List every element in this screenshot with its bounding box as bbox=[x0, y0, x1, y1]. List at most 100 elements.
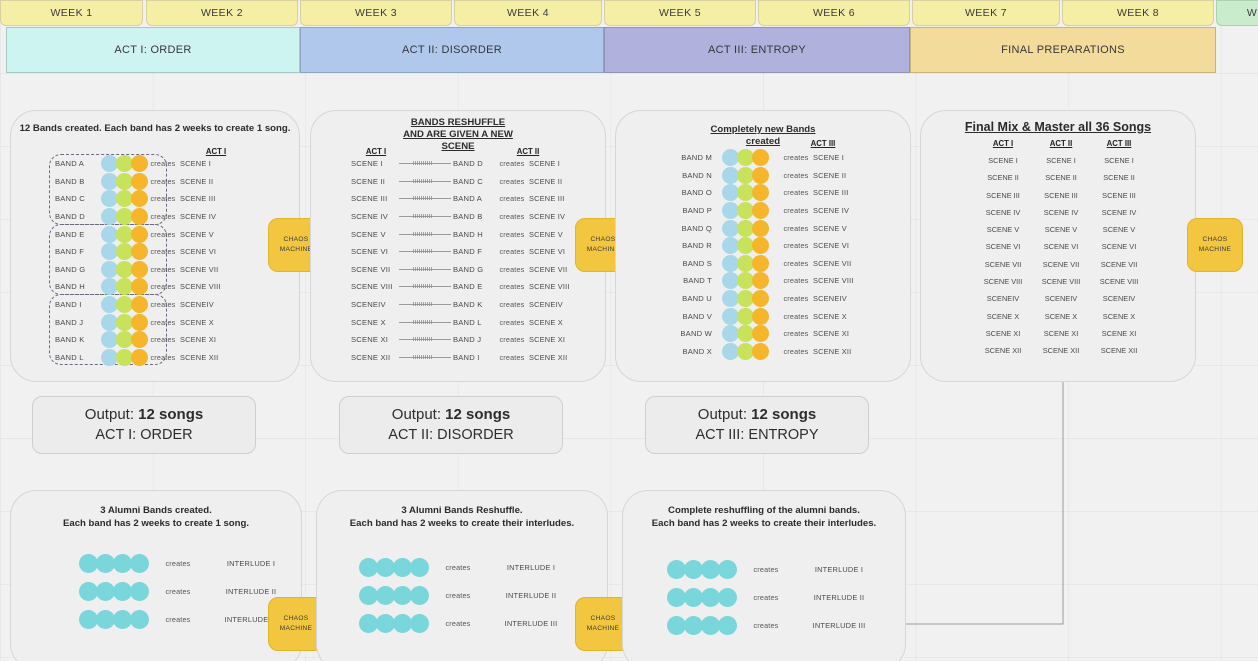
week-cell-8[interactable]: WEEK 8 bbox=[1062, 0, 1214, 26]
final-mix-scene-cell: SCENE VII bbox=[1100, 259, 1138, 269]
scene-label: SCENE II bbox=[180, 176, 214, 186]
source-scene-label: SCENE IV bbox=[351, 212, 389, 222]
band-member-dot bbox=[113, 609, 132, 629]
band-label: BAND V bbox=[682, 311, 712, 321]
band-member-dot bbox=[101, 331, 118, 349]
band-member-dot bbox=[101, 313, 118, 331]
band-label: BAND R bbox=[682, 241, 712, 251]
output-count-line: Output: 12 songs bbox=[85, 404, 203, 425]
creates-label: creates bbox=[499, 282, 525, 292]
output-box-act2: Output: 12 songs ACT II: DISORDER bbox=[339, 396, 563, 454]
band-member-dot bbox=[359, 557, 378, 577]
creates-label: creates bbox=[783, 188, 809, 198]
band-member-dot bbox=[410, 613, 429, 633]
source-scene-label: SCENE VIII bbox=[351, 282, 393, 292]
alumni3-title-line2: Each band has 2 weeks to create their in… bbox=[651, 518, 877, 529]
band-member-dot bbox=[96, 553, 115, 573]
band-member-dot bbox=[130, 609, 149, 629]
band-member-dot bbox=[101, 155, 118, 173]
creates-label: creates bbox=[753, 564, 779, 574]
scene-label: SCENE VII bbox=[529, 264, 568, 274]
scene-label: SCENE XII bbox=[180, 352, 219, 362]
creates-label: creates bbox=[783, 346, 809, 356]
week-cell-6[interactable]: WEEK 6 bbox=[758, 0, 910, 26]
week-cell-5[interactable]: WEEK 5 bbox=[604, 0, 756, 26]
band-member-dot bbox=[131, 155, 148, 173]
output-act-label: ACT I: ORDER bbox=[95, 427, 193, 443]
band-member-dots bbox=[667, 559, 737, 579]
band-member-dot bbox=[737, 219, 754, 237]
band-label: BAND N bbox=[682, 170, 712, 180]
final-mix-scene-cell: SCENE VI bbox=[1101, 242, 1137, 252]
band-member-dots bbox=[359, 585, 429, 605]
week-label: W bbox=[1246, 7, 1258, 19]
goes-to-connector bbox=[399, 178, 451, 183]
goes-to-connector bbox=[399, 302, 451, 307]
chaos-machine-5[interactable]: CHAOS MACHINE bbox=[575, 597, 631, 651]
band-label: BAND M bbox=[681, 153, 712, 163]
chaos-line-1: CHAOS bbox=[590, 615, 616, 622]
band-member-dot bbox=[667, 587, 686, 607]
week-cell-4[interactable]: WEEK 4 bbox=[454, 0, 602, 26]
creates-label: creates bbox=[499, 229, 525, 239]
band-label: BAND D bbox=[453, 159, 483, 169]
scene-label: SCENE X bbox=[180, 317, 214, 327]
week-label: WEEK 1 bbox=[50, 7, 93, 19]
final-mix-scene-cell: SCENE V bbox=[1044, 225, 1078, 235]
output-prefix: Output: bbox=[391, 406, 446, 423]
source-scene-label: SCENE XI bbox=[351, 335, 389, 345]
interlude-label: INTERLUDE III bbox=[504, 618, 558, 628]
week-cell-3[interactable]: WEEK 3 bbox=[300, 0, 452, 26]
scene-label: SCENE X bbox=[813, 311, 847, 321]
card-act1-bands: 12 Bands created. Each band has 2 weeks … bbox=[10, 110, 300, 382]
week-cell-2[interactable]: WEEK 2 bbox=[146, 0, 298, 26]
final-mix-scene-cell: SCENE IV bbox=[1043, 207, 1079, 217]
scene-label: SCENE VIII bbox=[813, 276, 854, 286]
band-member-dot bbox=[101, 190, 118, 208]
creates-label: creates bbox=[150, 264, 176, 274]
act-band-order[interactable]: ACT I: ORDER bbox=[6, 27, 300, 73]
band-label: BAND X bbox=[682, 346, 712, 356]
goes-to-connector bbox=[399, 266, 451, 271]
final-mix-scene-cell: SCENE III bbox=[986, 190, 1020, 200]
creates-label: creates bbox=[783, 329, 809, 339]
final-mix-scene-cell: SCENE XII bbox=[1100, 346, 1138, 356]
band-label: BAND C bbox=[55, 194, 85, 204]
band-label: BAND G bbox=[55, 264, 86, 274]
output-count: 12 songs bbox=[751, 406, 817, 423]
band-label: BAND H bbox=[453, 229, 483, 239]
act-band-final[interactable]: FINAL PREPARATIONS bbox=[910, 27, 1216, 73]
scene-label: SCENE XI bbox=[813, 329, 850, 339]
act-label: ACT II: DISORDER bbox=[402, 44, 502, 56]
band-member-dot bbox=[722, 166, 739, 184]
final-mix-scene-cell: SCENE I bbox=[1104, 156, 1134, 165]
band-member-dot bbox=[131, 313, 148, 331]
creates-label: creates bbox=[783, 153, 809, 163]
creates-label: creates bbox=[753, 620, 779, 630]
week-cell-1[interactable]: WEEK 1 bbox=[0, 0, 143, 26]
week-cell-9[interactable]: W bbox=[1216, 0, 1258, 26]
final-mix-scene-cell: SCENE I bbox=[1046, 156, 1076, 165]
creates-label: creates bbox=[783, 241, 809, 251]
act-band-disorder[interactable]: ACT II: DISORDER bbox=[300, 27, 604, 73]
act-band-entropy[interactable]: ACT III: ENTROPY bbox=[604, 27, 910, 73]
chaos-machine-3[interactable]: CHAOS MACHINE bbox=[1187, 218, 1243, 272]
chaos-machine-4[interactable]: CHAOS MACHINE bbox=[268, 597, 324, 651]
week-cell-7[interactable]: WEEK 7 bbox=[912, 0, 1060, 26]
chaos-line-2: MACHINE bbox=[279, 625, 313, 632]
creates-label: creates bbox=[445, 590, 471, 600]
band-member-dots bbox=[359, 613, 429, 633]
final-mix-scene-cell: SCENE III bbox=[1102, 190, 1136, 200]
final-mix-scene-cell: SCENE II bbox=[1103, 173, 1135, 183]
act-label: FINAL PREPARATIONS bbox=[1001, 44, 1125, 56]
creates-label: creates bbox=[783, 294, 809, 304]
band-label: BAND F bbox=[453, 247, 483, 257]
final-mix-scene-cell: SCENEIV bbox=[1044, 294, 1078, 304]
